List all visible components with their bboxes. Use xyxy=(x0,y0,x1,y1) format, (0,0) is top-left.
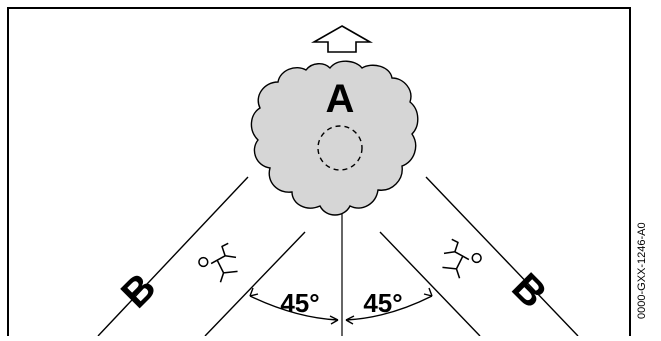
angle-arc-left-arrowhead-2 xyxy=(329,315,339,325)
escape-path-left-inner xyxy=(204,231,306,337)
label-tree-a: A xyxy=(326,77,355,121)
angle-arc-right xyxy=(345,295,433,321)
angle-arc-right-arrowhead-2 xyxy=(345,315,355,325)
tree-crown xyxy=(250,60,419,216)
escape-path-right-inner xyxy=(379,231,481,337)
label-zone-b-right: B xyxy=(503,265,555,317)
escape-path-left-outer xyxy=(97,176,249,337)
angle-arc-right-arrowhead xyxy=(423,287,433,297)
angle-arc-left xyxy=(249,295,339,321)
running-person-right-icon xyxy=(442,238,482,279)
angle-label-left: 45° xyxy=(280,288,319,318)
running-person-left-icon xyxy=(198,242,238,283)
escape-path-right-outer xyxy=(425,176,579,337)
tree-trunk-outline xyxy=(317,125,363,171)
angle-label-right: 45° xyxy=(363,288,402,318)
angle-arc-left-arrowhead xyxy=(249,287,259,297)
image-reference-code: 0000-GXX-1246-A0 xyxy=(636,222,648,319)
felling-direction-arrow xyxy=(310,25,374,53)
